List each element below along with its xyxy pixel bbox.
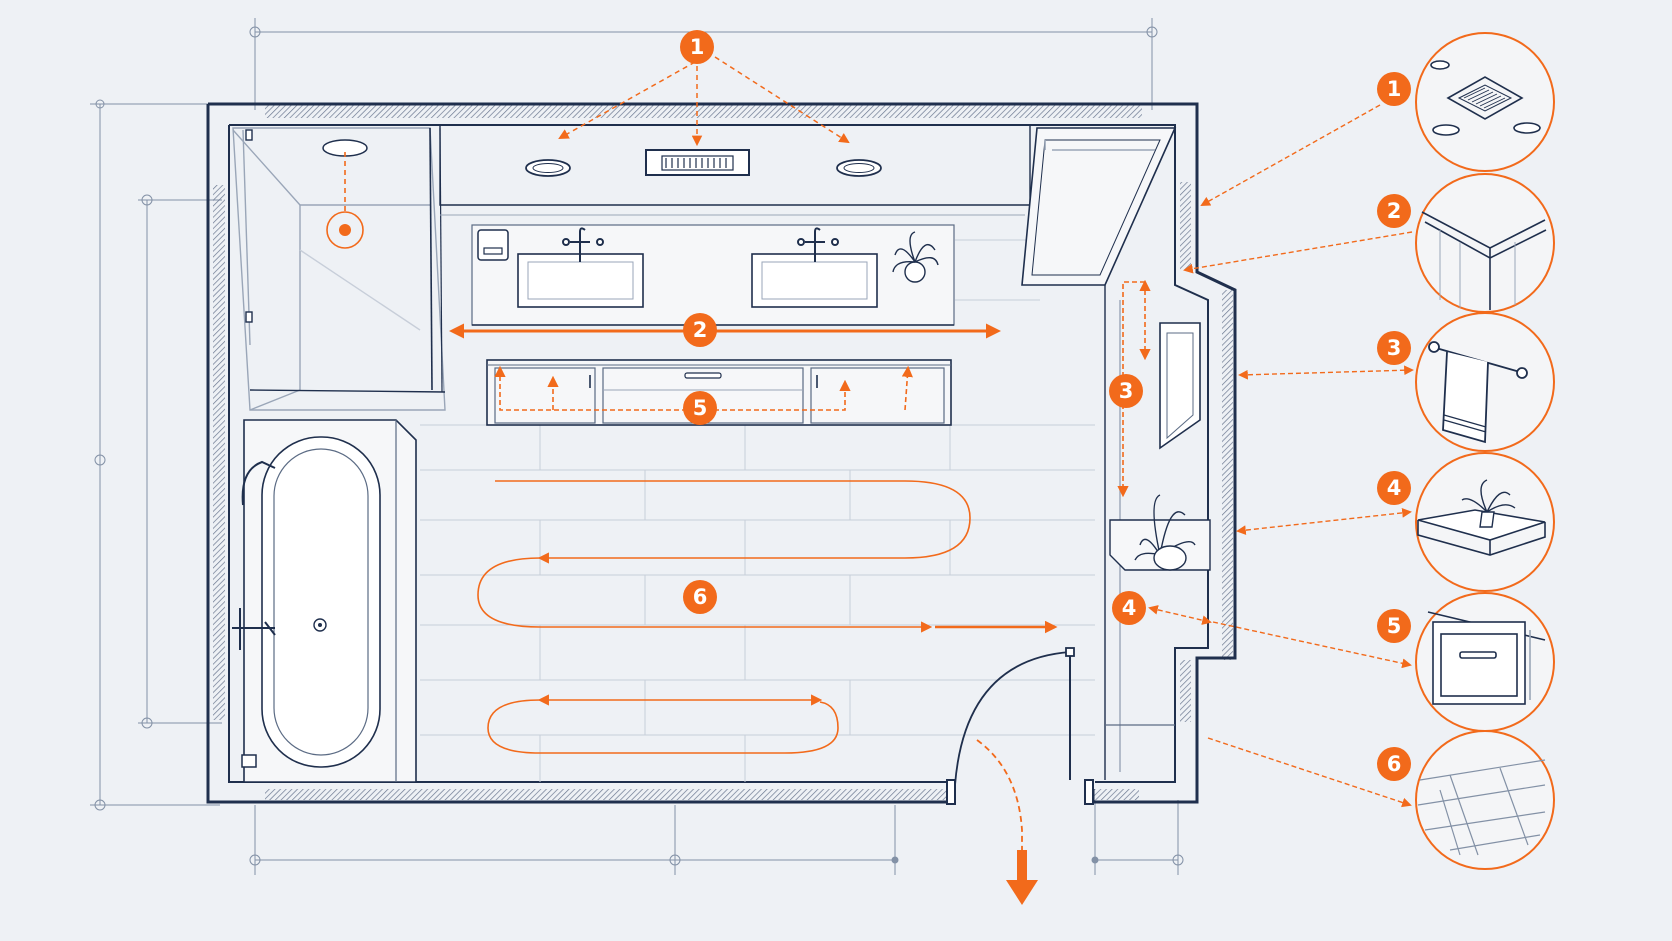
svg-text:2: 2 [693, 318, 708, 342]
detail-badge-1: 1 [1377, 72, 1411, 106]
ceiling-light-icon [836, 159, 882, 177]
svg-text:5: 5 [1387, 614, 1402, 638]
svg-text:3: 3 [1387, 336, 1402, 360]
detail-badge-6: 6 [1377, 747, 1411, 781]
exit-path [976, 739, 1038, 905]
plant-icon [892, 231, 939, 283]
callout-badge-3: 3 [1109, 374, 1143, 408]
svg-text:1: 1 [1387, 77, 1402, 101]
callout-badge-2: 2 [683, 313, 717, 347]
callout-badge-4: 4 [1112, 591, 1146, 625]
detail-badge-3: 3 [1377, 331, 1411, 365]
callout-1-leaders [558, 56, 850, 147]
detail-view-6 [1415, 730, 1555, 870]
ceiling-fixtures [439, 125, 1031, 216]
shower-head [322, 139, 368, 249]
svg-text:3: 3 [1119, 379, 1134, 403]
detail-badge-5: 5 [1377, 609, 1411, 643]
soap-dispenser-icon [477, 229, 509, 261]
detail-badge-4: 4 [1377, 471, 1411, 505]
drawer-pull-icon [684, 372, 722, 379]
detail-leaders [1148, 104, 1414, 808]
svg-text:1: 1 [690, 35, 705, 59]
svg-text:4: 4 [1387, 476, 1402, 500]
svg-text:6: 6 [693, 585, 708, 609]
svg-text:2: 2 [1387, 199, 1402, 223]
plant-shelf [1105, 494, 1211, 726]
wall-clearance-path [1117, 279, 1151, 498]
towel-bar-icon [1428, 341, 1528, 444]
faucet-icon [797, 227, 839, 262]
plant-icon [1461, 479, 1516, 528]
detail-view-4 [1415, 452, 1555, 592]
callout-badge-5: 5 [683, 391, 717, 425]
exhaust-fan-icon [645, 149, 750, 176]
walls [206, 102, 1237, 805]
detail-view-3 [1415, 312, 1555, 452]
entry-door [954, 647, 1075, 786]
plant-icon [1134, 494, 1196, 571]
bathtub [232, 419, 417, 783]
callout-badge-6: 6 [683, 580, 717, 614]
svg-text:4: 4 [1122, 596, 1137, 620]
linen-cabinet [1021, 127, 1177, 286]
detail-view-5 [1415, 592, 1555, 732]
dimension-lines [90, 18, 1184, 875]
drawer-clearance-path [494, 365, 913, 411]
callout-badge-1: 1 [680, 30, 714, 64]
detail-view-2 [1415, 173, 1555, 313]
circulation-path [477, 480, 1058, 754]
detail-badge-2: 2 [1377, 194, 1411, 228]
ceiling-light-icon [525, 159, 571, 177]
svg-text:6: 6 [1387, 752, 1402, 776]
svg-text:5: 5 [693, 396, 708, 420]
shower-enclosure [232, 127, 446, 411]
detail-view-1 [1415, 32, 1555, 172]
faucet-icon [562, 227, 604, 262]
